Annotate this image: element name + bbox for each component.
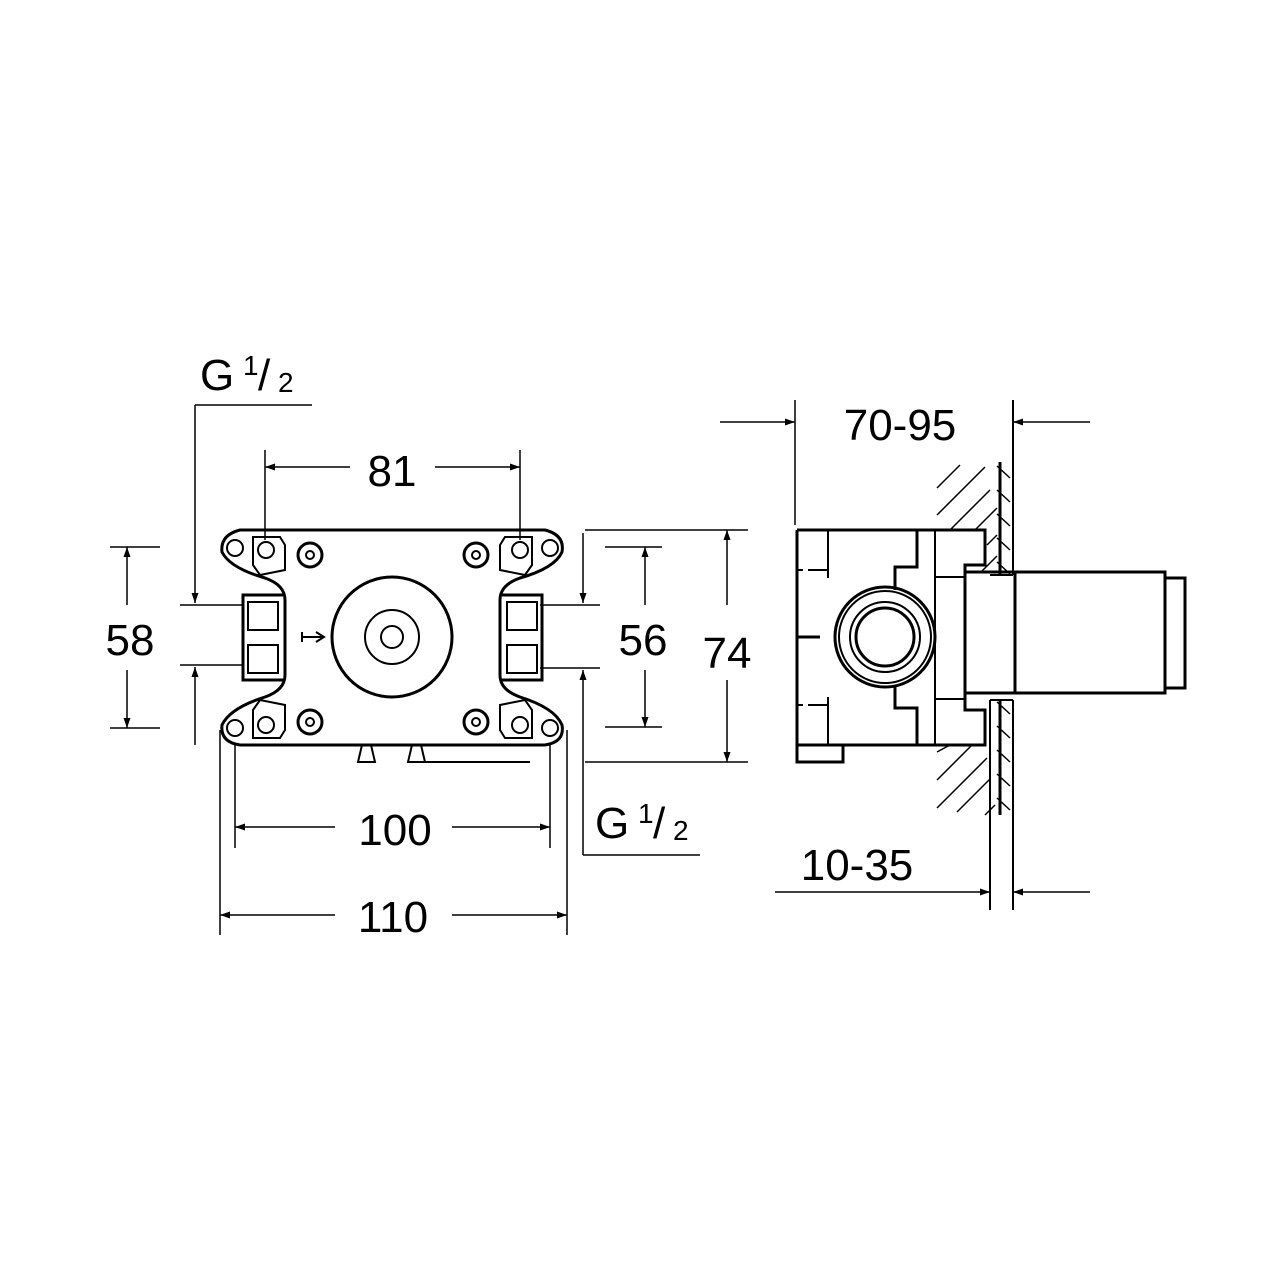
dim-70-95-label: 70-95 <box>844 401 957 450</box>
dim-100-label: 100 <box>358 806 431 855</box>
valve-body-circle <box>330 575 454 699</box>
dim-58-label: 58 <box>106 616 155 665</box>
flow-arrow-icon <box>301 631 326 643</box>
dim-10-35-label: 10-35 <box>801 841 914 890</box>
dim-81-label: 81 <box>368 447 417 496</box>
side-view <box>795 400 1187 910</box>
dim-110-label: 110 <box>358 893 428 942</box>
svg-text:G: G <box>595 799 629 848</box>
mounting-plate-outline <box>220 528 564 747</box>
svg-text:/: / <box>653 799 666 848</box>
svg-text:2: 2 <box>673 815 689 846</box>
sleeve-pipe <box>963 570 1187 695</box>
dim-56-label: 56 <box>619 616 668 665</box>
svg-text:1: 1 <box>638 798 654 829</box>
svg-text:/: / <box>258 351 271 400</box>
front-dimensions: 81 G 1 / 2 58 G 1 / 2 56 <box>106 350 752 942</box>
thread-label-top: G 1 / 2 <box>200 350 294 400</box>
valve-body-side <box>795 528 987 764</box>
side-dimensions: 70-95 10-35 <box>720 400 1090 896</box>
feet <box>356 744 530 763</box>
inlet-connections <box>241 593 544 682</box>
front-view <box>220 528 564 763</box>
svg-text:G: G <box>200 351 234 400</box>
svg-text:2: 2 <box>278 367 294 398</box>
svg-text:1: 1 <box>243 350 259 381</box>
thread-label-bottom: G 1 / 2 <box>595 798 689 848</box>
mounting-holes <box>226 536 559 739</box>
wall-hatching <box>936 400 1014 910</box>
dim-74-label: 74 <box>703 629 752 678</box>
